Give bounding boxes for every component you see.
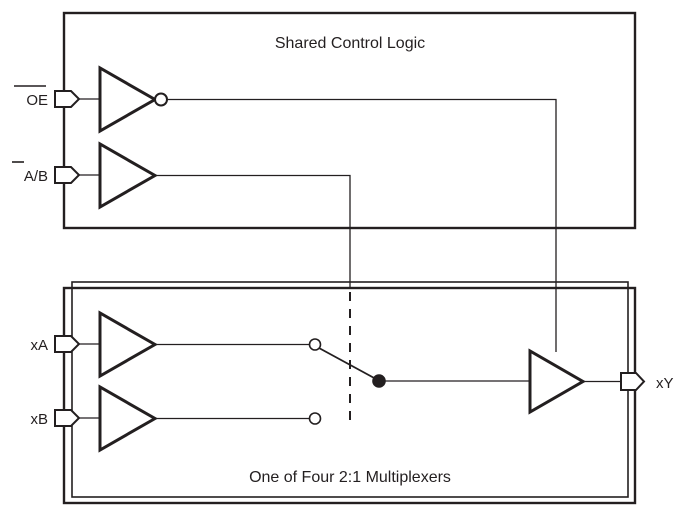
pin-xy-label: xY	[656, 375, 674, 392]
pin-xy-port[interactable]	[620, 372, 646, 391]
pin-xb-port[interactable]	[54, 409, 81, 427]
pin-ab-label: A/B	[24, 168, 48, 185]
xb-buffer-gate	[98, 384, 159, 453]
pin-oe-label-group: OE	[14, 85, 48, 109]
pin-xa-label: xA	[30, 337, 48, 354]
xa-buffer-gate	[98, 310, 159, 379]
mux-contact-a-icon[interactable]	[308, 338, 322, 351]
oe-inverter-gate	[98, 65, 159, 134]
ab-buffer-gate	[98, 141, 159, 210]
mux-contact-b-icon[interactable]	[308, 412, 322, 425]
mux-block-title: One of Four 2:1 Multiplexers	[249, 469, 451, 486]
mux-switch-arm[interactable]	[318, 347, 377, 380]
pin-xb-label: xB	[30, 411, 48, 428]
pin-ab-port[interactable]	[54, 166, 81, 184]
oe-inverter-bubble-icon	[154, 92, 168, 107]
pin-xa-port[interactable]	[54, 335, 81, 353]
shared-control-logic-title: Shared Control Logic	[275, 35, 425, 52]
output-tristate-buffer-gate	[528, 348, 587, 415]
pin-ab-label-group: A/B	[12, 161, 48, 185]
wire-oe-enable	[167, 98, 557, 352]
pin-oe-label: OE	[26, 92, 48, 109]
mux-box-outer	[62, 286, 637, 505]
pin-oe-port[interactable]	[54, 90, 81, 108]
wire-ab-select	[155, 174, 351, 288]
mux-common-node-icon	[372, 374, 386, 388]
